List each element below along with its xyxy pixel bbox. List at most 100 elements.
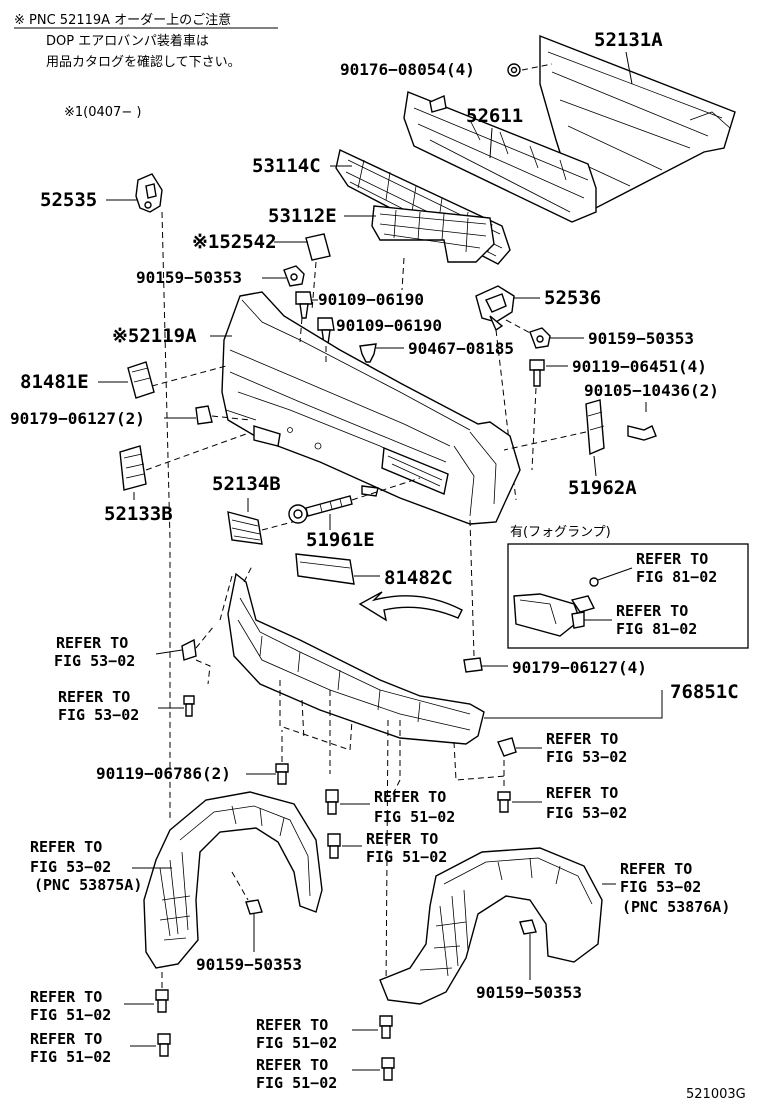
ref-5-line1: REFER TO xyxy=(374,788,446,806)
part-76851C-spoiler[interactable] xyxy=(227,572,485,745)
label-53112E: 53112E xyxy=(268,205,337,227)
part-52134B-cover[interactable] xyxy=(227,511,263,545)
label-53114C: 53114C xyxy=(252,155,321,177)
part-52133B-cover[interactable] xyxy=(119,445,147,491)
part-51961E-tow-eye[interactable] xyxy=(288,495,353,524)
part-bolt-ref-51-02-b[interactable] xyxy=(327,833,341,859)
label-90119-06451: 90119−06451(4) xyxy=(572,357,707,376)
part-90179-clip-left[interactable] xyxy=(195,405,213,425)
ref-5-line2: FIG 51−02 xyxy=(374,808,455,826)
part-90467-clip[interactable] xyxy=(359,343,377,363)
part-bolt-ref-51-02-e[interactable] xyxy=(379,1015,393,1039)
part-52542-pad[interactable] xyxy=(305,233,331,261)
label-52119A: ※52119A xyxy=(112,325,197,347)
fog-lamp-part[interactable] xyxy=(513,577,599,637)
figure-code: 521003G xyxy=(686,1087,746,1102)
direction-arrow xyxy=(358,591,463,622)
ref-11-line1: REFER TO xyxy=(256,1016,328,1034)
label-90179-06127-b: 90179−06127(4) xyxy=(512,658,647,677)
part-53112E-lower-grille[interactable] xyxy=(371,205,495,263)
label-52134B: 52134B xyxy=(212,473,281,495)
label-90467-08185: 90467−08185 xyxy=(408,339,514,358)
ref-10-line1: REFER TO xyxy=(30,1030,102,1048)
ref-1-line1: REFER TO xyxy=(56,634,128,652)
part-90109-clip-a[interactable] xyxy=(295,291,313,319)
part-fender-liner-right[interactable] xyxy=(379,847,603,1005)
label-52611: 52611 xyxy=(466,105,523,127)
inset-ref-1-line2: FIG 81−02 xyxy=(636,568,717,586)
inset-title: 有(フォグランプ) xyxy=(510,525,611,540)
label-90109-06190-a: 90109−06190 xyxy=(318,290,424,309)
part-52611-absorber[interactable] xyxy=(403,91,597,223)
part-clip-ref-53-02-a[interactable] xyxy=(181,638,197,661)
label-90159-50353-d: 90159−50353 xyxy=(476,983,582,1002)
part-81482C-reflector[interactable] xyxy=(295,553,355,585)
label-90159-50353-c: 90159−50353 xyxy=(196,955,302,974)
ref-4-line2: FIG 53−02 xyxy=(546,804,627,822)
part-52119A-bumper-cover[interactable] xyxy=(221,291,521,525)
ref-8-line3: (PNC 53876A) xyxy=(622,898,730,916)
part-51962A-bracket[interactable] xyxy=(585,399,605,456)
ref-12-line1: REFER TO xyxy=(256,1056,328,1074)
date-note: ※1(0407− ) xyxy=(64,105,141,120)
ref-11-line2: FIG 51−02 xyxy=(256,1034,337,1052)
ref-7-line2: FIG 53−02 xyxy=(30,858,111,876)
ref-3-line2: FIG 53−02 xyxy=(546,748,627,766)
part-bolt-ref-53-02-b[interactable] xyxy=(183,695,195,717)
part-90119-bolt-upper[interactable] xyxy=(529,359,545,387)
label-51962A: 51962A xyxy=(568,477,637,499)
part-90159-screw-right[interactable] xyxy=(519,919,537,935)
label-76851C: 76851C xyxy=(670,681,739,703)
ref-10-line2: FIG 51−02 xyxy=(30,1048,111,1066)
part-90176-nut[interactable] xyxy=(507,63,521,77)
ref-12-line2: FIG 51−02 xyxy=(256,1074,337,1092)
ref-3-line1: REFER TO xyxy=(546,730,618,748)
part-bolt-ref-53-02-d[interactable] xyxy=(497,791,511,813)
label-90159-50353-a: 90159−50353 xyxy=(136,268,242,287)
inset-ref-2-line1: REFER TO xyxy=(616,602,688,620)
part-90159-screw-left[interactable] xyxy=(245,899,263,915)
part-bolt-ref-51-02-f[interactable] xyxy=(381,1057,395,1081)
ref-2-line2: FIG 53−02 xyxy=(58,706,139,724)
part-fender-liner-left[interactable] xyxy=(143,791,323,969)
note-line-1: ※ PNC 52119A オーダー上のご注意 xyxy=(14,12,231,28)
ref-2-line1: REFER TO xyxy=(58,688,130,706)
label-81482C: 81482C xyxy=(384,567,453,589)
part-90159-bolt-upper-left[interactable] xyxy=(283,265,305,287)
label-52536: 52536 xyxy=(544,287,601,309)
part-clip-ref-53-02-c[interactable] xyxy=(497,737,517,757)
part-bolt-ref-51-02-d[interactable] xyxy=(157,1033,171,1057)
label-51961E: 51961E xyxy=(306,529,375,551)
label-90176-08054: 90176−08054(4) xyxy=(340,60,475,79)
label-81481E: 81481E xyxy=(20,371,89,393)
ref-9-line1: REFER TO xyxy=(30,988,102,1006)
label-52133B: 52133B xyxy=(104,503,173,525)
part-90105-screw[interactable] xyxy=(627,425,657,441)
label-52535: 52535 xyxy=(40,189,97,211)
part-52535-bracket[interactable] xyxy=(135,173,163,213)
part-90119-bolt-lower[interactable] xyxy=(275,763,289,785)
part-bolt-ref-51-02-a[interactable] xyxy=(325,789,339,815)
ref-8-line1: REFER TO xyxy=(620,860,692,878)
label-90179-06127-a: 90179−06127(2) xyxy=(10,409,145,428)
note-line-3: 用品カタログを確認して下さい。 xyxy=(46,54,241,70)
part-52536-bracket[interactable] xyxy=(475,285,515,332)
label-52131A: 52131A xyxy=(594,29,663,51)
ref-6-line1: REFER TO xyxy=(366,830,438,848)
part-81481E-reflector[interactable] xyxy=(127,361,155,399)
part-bolt-ref-51-02-c[interactable] xyxy=(155,989,169,1013)
inset-ref-2-line2: FIG 81−02 xyxy=(616,620,697,638)
ref-9-line2: FIG 51−02 xyxy=(30,1006,111,1024)
ref-8-line2: FIG 53−02 xyxy=(620,878,701,896)
label-90105-10436: 90105−10436(2) xyxy=(584,381,719,400)
label-90109-06190-b: 90109−06190 xyxy=(336,316,442,335)
part-90159-bolt-right[interactable] xyxy=(529,327,551,349)
inset-ref-1-line1: REFER TO xyxy=(636,550,708,568)
label-90159-50353-b: 90159−50353 xyxy=(588,329,694,348)
ref-1-line2: FIG 53−02 xyxy=(54,652,135,670)
part-90179-clip-lower[interactable] xyxy=(463,657,483,673)
ref-4-line1: REFER TO xyxy=(546,784,618,802)
order-note: ※ PNC 52119A オーダー上のご注意 DOP エアロバンパ装着車は 用品… xyxy=(14,12,278,120)
ref-6-line2: FIG 51−02 xyxy=(366,848,447,866)
